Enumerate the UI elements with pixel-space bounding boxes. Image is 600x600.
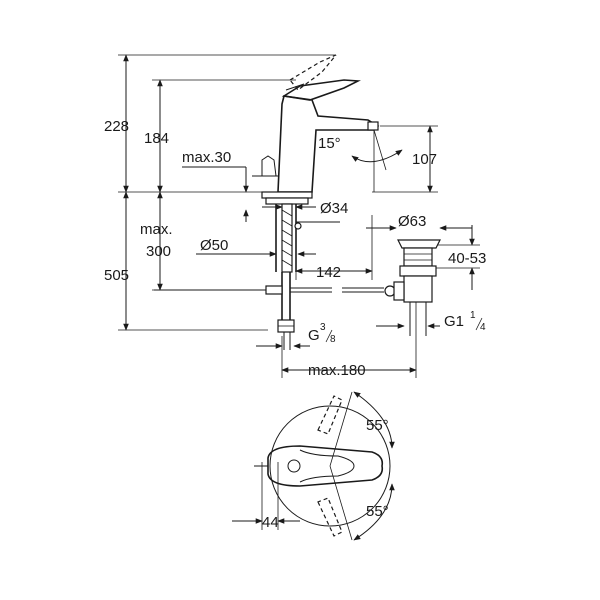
label-angle-bottom: 55° bbox=[366, 503, 389, 520]
label-spout-height: 184 bbox=[144, 130, 169, 147]
label-thread-g38: G 3 8 bbox=[308, 322, 336, 345]
faucet-top-view bbox=[254, 391, 395, 541]
supply-hose bbox=[265, 272, 295, 350]
label-angle-top: 55° bbox=[366, 417, 389, 434]
faucet-body bbox=[252, 54, 380, 193]
waste-valve bbox=[393, 239, 441, 336]
label-max: max. bbox=[140, 221, 173, 238]
dim-44-line bbox=[232, 462, 300, 530]
mounting-shank bbox=[261, 191, 313, 273]
dim-max30-line bbox=[182, 166, 249, 222]
label-thread-g114: G1 1 4 bbox=[444, 310, 486, 333]
svg-text:3: 3 bbox=[320, 322, 326, 333]
label-offset-44: 44 bbox=[262, 514, 279, 531]
svg-text:G1: G1 bbox=[444, 313, 464, 330]
label-dia-50: Ø50 bbox=[200, 237, 228, 254]
label-base-505: 505 bbox=[104, 267, 129, 284]
label-dia-63: Ø63 bbox=[398, 213, 426, 230]
label-dia-34: Ø34 bbox=[320, 200, 348, 217]
label-spout-drop: 107 bbox=[412, 151, 437, 168]
label-total-height: 228 bbox=[104, 118, 129, 135]
svg-text:8: 8 bbox=[330, 334, 336, 345]
label-reach-142: 142 bbox=[316, 264, 341, 281]
svg-text:G: G bbox=[308, 327, 320, 344]
spout-angle-indicator bbox=[351, 129, 403, 192]
label-max-30: max.30 bbox=[182, 149, 231, 166]
svg-text:1: 1 bbox=[470, 310, 476, 321]
label-max-180: max.180 bbox=[308, 362, 366, 379]
dim-dia34-line bbox=[262, 204, 340, 223]
label-spout-angle: 15° bbox=[318, 135, 341, 152]
label-waste-range: 40-53 bbox=[448, 250, 486, 267]
label-max-300: 300 bbox=[146, 243, 171, 260]
svg-text:4: 4 bbox=[480, 322, 486, 333]
